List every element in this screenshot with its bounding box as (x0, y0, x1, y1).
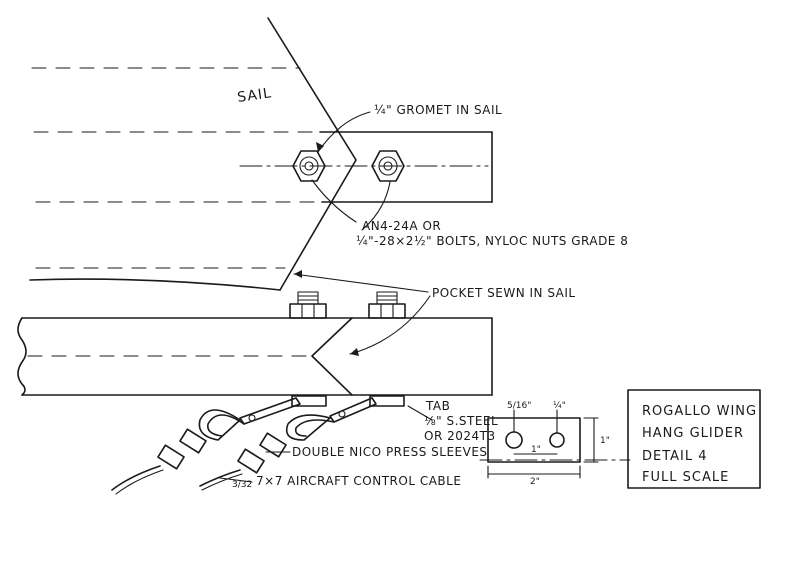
title-line1: ROGALLO WING (642, 404, 757, 419)
title-line3: DETAIL 4 (642, 449, 708, 464)
nico-press-sleeves (157, 428, 287, 474)
label-sleeves: DOUBLE NICO PRESS SLEEVES (292, 445, 488, 459)
label-tab-line2: ⅛" S.STEEL (424, 414, 498, 428)
dim-hole-spacing: 1" (531, 445, 541, 455)
label-grommet: ¼" GROMET IN SAIL (374, 103, 502, 117)
cable-thimbles (198, 409, 335, 441)
lower-tube (17, 317, 493, 396)
label-cable: 7×7 AIRCRAFT CONTROL CABLE (256, 474, 461, 488)
dim-hole-small: ¼" (553, 401, 566, 411)
title-line4: FULL SCALE (642, 470, 729, 485)
sail-outline (29, 17, 357, 291)
dim-hole-large: 5/16" (507, 401, 531, 411)
label-cable-size: 3/32 (232, 480, 252, 490)
lower-bolt-right (368, 291, 406, 319)
lower-bolt-left (289, 291, 327, 319)
title-block (627, 389, 761, 489)
upper-tube (239, 131, 493, 203)
label-tab-line1: TAB (425, 399, 450, 413)
title-line2: HANG GLIDER (642, 426, 744, 441)
label-sail: SAIL (236, 85, 273, 106)
label-pocket: POCKET SEWN IN SAIL (432, 286, 576, 300)
leader-lines (219, 111, 433, 483)
control-cables (111, 465, 243, 495)
upper-nut-left (292, 150, 326, 182)
label-bolt-line1: AN4-24A OR (362, 219, 441, 233)
upper-nut-right (371, 150, 405, 182)
sail-dashed-lines (31, 67, 336, 269)
label-tab-line3: OR 2024T3 (424, 429, 496, 443)
dim-height: 1" (600, 436, 610, 446)
tabs-under-tube (239, 397, 377, 425)
label-bolt-line2: ¼"-28×2½" BOLTS, NYLOC NUTS GRADE 8 (356, 234, 628, 248)
dim-width: 2" (530, 477, 540, 487)
lower-bolt-heads (291, 395, 405, 407)
tab-detail (479, 409, 631, 479)
